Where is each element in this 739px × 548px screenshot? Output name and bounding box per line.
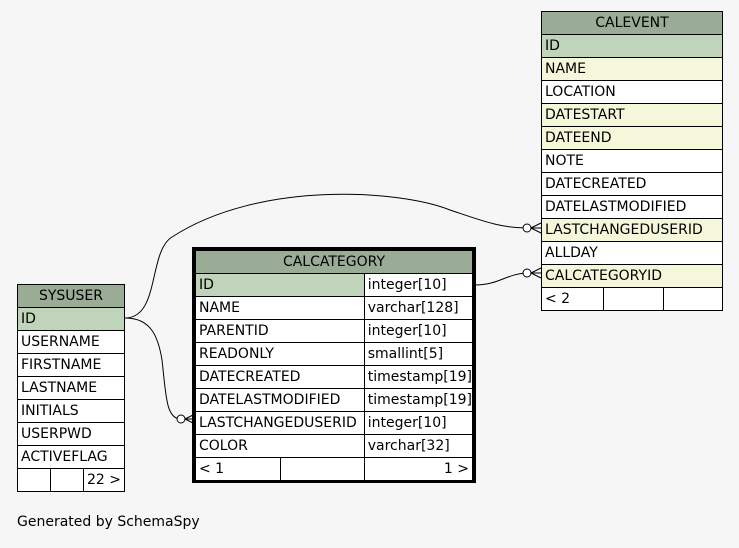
table-calevent[interactable]: CALEVENT ID NAME LOCATION DATESTART DATE… bbox=[541, 11, 723, 311]
column-type: integer[10] bbox=[363, 273, 474, 297]
footer-cell bbox=[280, 457, 365, 481]
edge-crowfoot bbox=[530, 222, 542, 234]
footer-cell bbox=[17, 468, 51, 492]
footer-cell bbox=[663, 287, 723, 311]
column-row: ACTIVEFLAG bbox=[17, 445, 125, 469]
column-name: NAME bbox=[195, 296, 365, 320]
table-title: CALCATEGORY bbox=[195, 250, 473, 274]
edge-crowfoot bbox=[530, 267, 542, 279]
column-row: USERNAME bbox=[17, 330, 125, 354]
table-calcategory-frame: CALCATEGORY ID integer[10] NAME varchar[… bbox=[192, 247, 476, 483]
column-row: ID bbox=[541, 34, 723, 58]
column-name: COLOR bbox=[195, 434, 365, 458]
column-row: DATESTART bbox=[541, 103, 723, 127]
table-sysuser[interactable]: SYSUSER ID USERNAME FIRSTNAME LASTNAME I… bbox=[17, 284, 125, 492]
footer-cell bbox=[603, 287, 664, 311]
column-row: LASTCHANGEDUSERID bbox=[541, 218, 723, 242]
column-row: USERPWD bbox=[17, 422, 125, 446]
children-count: 1 > bbox=[363, 457, 474, 481]
column-name: PARENTID bbox=[195, 319, 365, 343]
column-row: INITIALS bbox=[17, 399, 125, 423]
edge-end-circle bbox=[522, 223, 532, 233]
edge-sysuser-calevent-lastchangeduserid bbox=[124, 193, 528, 319]
column-type: timestamp[19] bbox=[363, 365, 474, 389]
column-name: READONLY bbox=[195, 342, 365, 366]
parents-count: < 2 bbox=[541, 287, 604, 311]
column-row: DATECREATED bbox=[541, 172, 723, 196]
column-name: ID bbox=[195, 273, 365, 297]
column-row: ID bbox=[17, 307, 125, 331]
column-name: DATELASTMODIFIED bbox=[195, 388, 365, 412]
parents-count: < 1 bbox=[194, 457, 282, 481]
column-row: FIRSTNAME bbox=[17, 353, 125, 377]
column-type: integer[10] bbox=[363, 411, 474, 435]
children-count: 22 > bbox=[83, 468, 125, 492]
table-calcategory[interactable]: CALCATEGORY ID integer[10] NAME varchar[… bbox=[194, 250, 474, 481]
column-type: integer[10] bbox=[363, 319, 474, 343]
column-type: timestamp[19] bbox=[363, 388, 474, 412]
column-row: CALCATEGORYID bbox=[541, 264, 723, 288]
column-type: varchar[128] bbox=[363, 296, 474, 320]
column-type: varchar[32] bbox=[363, 434, 474, 458]
column-row: LOCATION bbox=[541, 80, 723, 104]
column-row: DATEEND bbox=[541, 126, 723, 150]
column-type: smallint[5] bbox=[363, 342, 474, 366]
edge-end-circle bbox=[176, 414, 186, 424]
column-name: DATECREATED bbox=[195, 365, 365, 389]
column-row: LASTNAME bbox=[17, 376, 125, 400]
column-row: NAME bbox=[541, 57, 723, 81]
table-title: CALEVENT bbox=[541, 11, 723, 35]
edge-sysuser-calcategory-lastchangeduserid bbox=[124, 317, 181, 420]
generator-credit: Generated by SchemaSpy bbox=[17, 514, 200, 530]
edge-end-circle bbox=[522, 268, 532, 278]
column-row: DATELASTMODIFIED bbox=[541, 195, 723, 219]
edge-calcategory-calevent-categoryid bbox=[473, 272, 528, 286]
column-row: NOTE bbox=[541, 149, 723, 173]
footer-cell bbox=[49, 468, 85, 492]
table-title: SYSUSER bbox=[17, 284, 125, 308]
column-row: ALLDAY bbox=[541, 241, 723, 265]
column-name: LASTCHANGEDUSERID bbox=[195, 411, 365, 435]
